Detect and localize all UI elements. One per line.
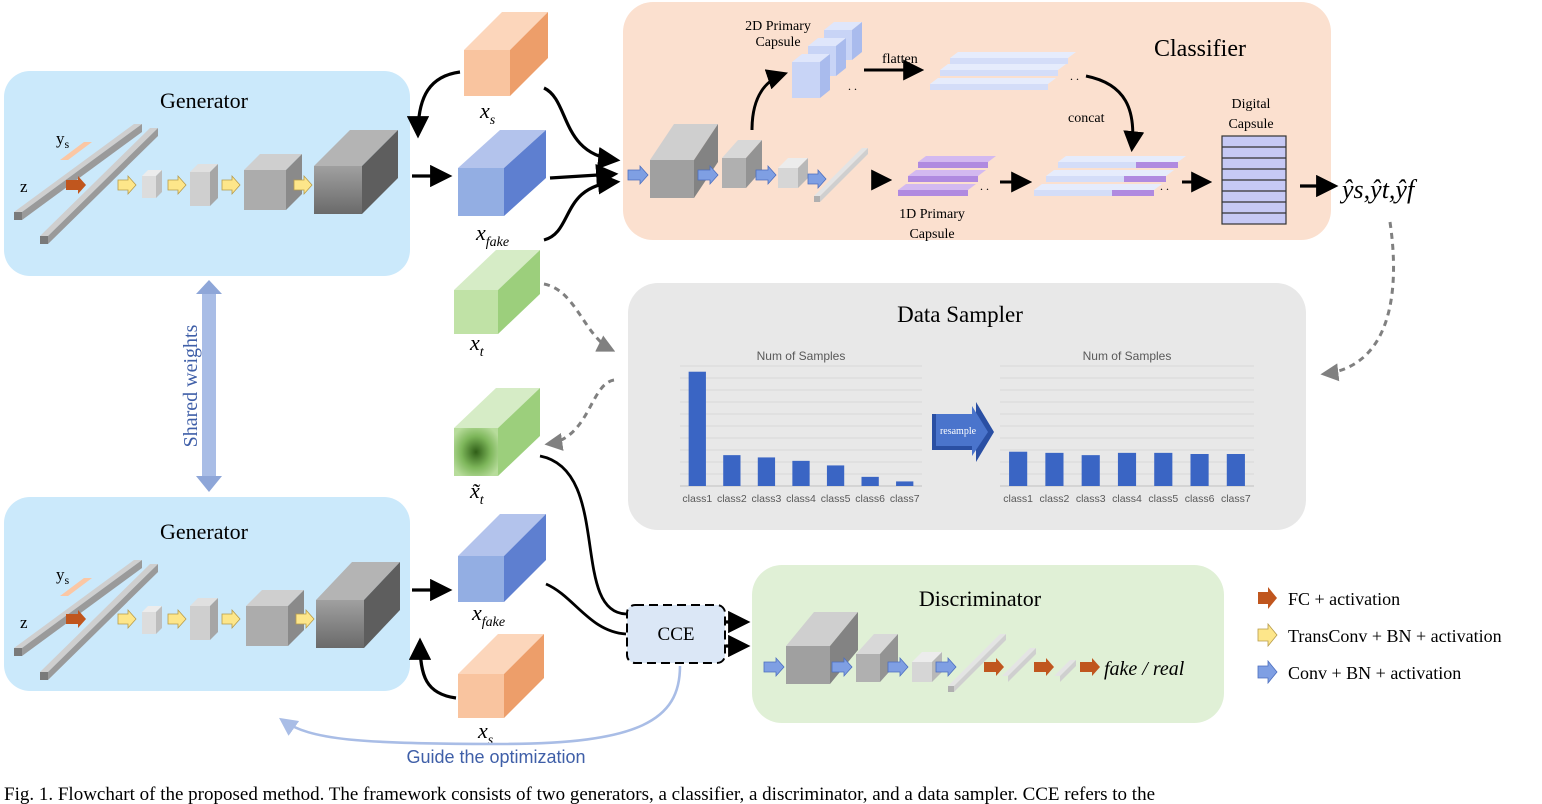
classifier-outputs: ŷs,ŷt,ŷf <box>1339 175 1418 204</box>
bar-class5 <box>826 465 845 486</box>
tick-label: class7 <box>890 493 920 505</box>
xt-tilde-cube <box>454 388 540 476</box>
generator-top-title: Generator <box>160 88 249 113</box>
bar-class2 <box>723 455 741 486</box>
bar-class5 <box>1154 452 1173 486</box>
sampler-chart-after: Num of Samples class1 class2 class3 class4 cl… <box>1000 349 1254 505</box>
z-label-bottom: z <box>20 613 28 632</box>
classifier-title: Classifier <box>1154 36 1246 62</box>
generator-top-network: ys z <box>14 124 398 244</box>
legend-fc-icon <box>1258 587 1277 609</box>
bar-class2 <box>1045 452 1064 486</box>
discriminator-network <box>763 612 1100 692</box>
svg-text:. .: . . <box>980 179 989 193</box>
xs-top-cube <box>464 12 548 96</box>
primary1d-line2: Capsule <box>909 227 954 242</box>
shared-weights-arrow <box>196 280 222 492</box>
legend-transconv-icon <box>1257 622 1278 648</box>
sampler-chart-before: Num of Samples class1 class2 class3 class4 cl… <box>680 349 922 505</box>
tick-label: class3 <box>752 493 782 505</box>
guide-arrow <box>279 665 682 746</box>
svg-text:. .: . . <box>1070 69 1079 83</box>
primary2d-line2: Capsule <box>755 35 800 50</box>
flatten-label: flatten <box>882 52 918 67</box>
legend-transconv-label: TransConv + BN + activation <box>1288 626 1502 646</box>
legend-conv-icon <box>1257 659 1278 685</box>
chart-title: Num of Samples <box>1083 349 1172 363</box>
bar-class7 <box>1226 454 1245 486</box>
legend: FC + activation TransConv + BN + activat… <box>1257 587 1502 685</box>
tick-label: class5 <box>821 493 851 505</box>
legend-conv-label: Conv + BN + activation <box>1288 663 1461 683</box>
xt-cube <box>454 250 540 334</box>
bar-class4 <box>792 460 810 486</box>
generator-bottom-panel <box>4 497 410 691</box>
xfake-top-cube <box>458 130 546 216</box>
xfake-top-label: xfake <box>475 220 509 250</box>
digital-line2: Capsule <box>1228 117 1273 132</box>
flow-arrows <box>406 70 1339 700</box>
bar-class6 <box>861 476 879 486</box>
xs-bottom-cube <box>458 634 544 718</box>
cce-label: CCE <box>658 624 695 645</box>
primary2d-line1: 2D Primary <box>745 19 811 34</box>
discriminator-panel <box>752 565 1224 723</box>
xfake-bottom-cube <box>458 514 546 602</box>
resample-label: resample <box>940 426 977 437</box>
tick-label: class1 <box>682 493 712 505</box>
tick-label: class2 <box>717 493 747 505</box>
shared-weights-label: Shared weights <box>180 324 202 447</box>
dashed-arrows <box>543 221 1396 451</box>
tick-label: class6 <box>1185 493 1215 505</box>
cce-box <box>626 604 726 664</box>
sampler-title: Data Sampler <box>897 302 1023 327</box>
ys-label-top: ys <box>56 129 70 151</box>
classifier-network: . . 2D Primary Capsule flatten . . conca… <box>627 19 1287 242</box>
primary1d-line1: 1D Primary <box>899 207 965 222</box>
ys-label-bottom: ys <box>56 565 70 587</box>
tick-label: class4 <box>786 493 816 505</box>
figure-caption: Fig. 1. Flowchart of the proposed method… <box>4 784 1155 804</box>
tick-label: class7 <box>1221 493 1251 505</box>
bar-class1 <box>1009 451 1028 486</box>
xfake-bottom-label: xfake <box>471 600 505 630</box>
bar-class3 <box>757 457 776 486</box>
chart-title: Num of Samples <box>757 349 846 363</box>
bar-class7 <box>896 481 914 486</box>
tick-label: class4 <box>1112 493 1142 505</box>
tick-label: class3 <box>1076 493 1106 505</box>
discriminator-title: Discriminator <box>919 586 1042 611</box>
bar-class1 <box>688 371 706 486</box>
generator-bottom-title: Generator <box>160 519 249 544</box>
tick-label: class1 <box>1003 493 1033 505</box>
guide-label: Guide the optimization <box>406 747 585 767</box>
z-label-top: z <box>20 177 28 196</box>
xt-label: xt <box>469 330 485 360</box>
bar-class4 <box>1117 452 1137 486</box>
xs-top-label: xs <box>479 98 496 128</box>
digital-line1: Digital <box>1232 97 1271 112</box>
legend-fc-label: FC + activation <box>1288 589 1400 609</box>
tick-label: class6 <box>855 493 885 505</box>
tick-label: class2 <box>1040 493 1070 505</box>
concat-label: concat <box>1068 111 1105 126</box>
svg-text:. .: . . <box>1160 179 1169 193</box>
bar-class3 <box>1081 455 1100 486</box>
xt-tilde-label: x̃t <box>469 478 485 508</box>
resample-arrow <box>932 402 994 462</box>
discriminator-output: fake / real <box>1104 658 1185 680</box>
svg-text:. .: . . <box>848 79 857 93</box>
tick-label: class5 <box>1148 493 1178 505</box>
xs-bottom-label: xs <box>477 718 494 748</box>
generator-bottom-network: ys z <box>14 560 400 680</box>
bar-class6 <box>1190 454 1209 486</box>
